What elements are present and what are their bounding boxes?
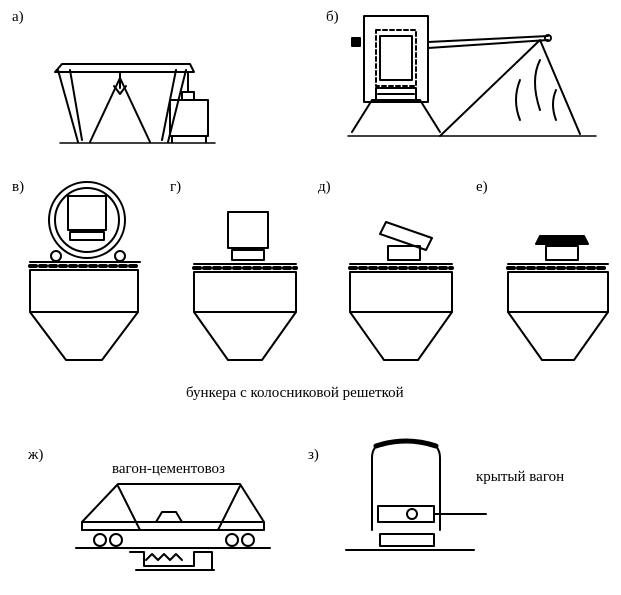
panel-label-v: в): [12, 179, 25, 195]
bunker-v-figure: [28, 181, 141, 361]
panel-label-z: з): [308, 447, 319, 463]
panel-label-zh: ж): [28, 447, 44, 463]
bunker-e-figure: [506, 235, 610, 361]
rotary-tipper-figure: [347, 15, 597, 137]
panel-label-d: д): [318, 179, 331, 195]
panel-label-b: б): [326, 9, 339, 25]
caption-cement-wagon: вагон-цементовоз: [112, 461, 225, 477]
caption-covered-wagon: крытый вагон: [476, 469, 565, 485]
gantry-crane-figure: [54, 63, 216, 144]
panel-label-g: г): [170, 179, 182, 195]
panel-label-a: а): [12, 9, 24, 25]
bunker-g-figure: [192, 211, 298, 361]
cement-wagon-figure: [75, 483, 271, 571]
covered-wagon-figure: [345, 438, 487, 551]
panel-label-e: е): [476, 179, 488, 195]
bunker-d-figure: [348, 221, 454, 361]
caption-bunkers: бункера с колосниковой решеткой: [186, 385, 404, 401]
